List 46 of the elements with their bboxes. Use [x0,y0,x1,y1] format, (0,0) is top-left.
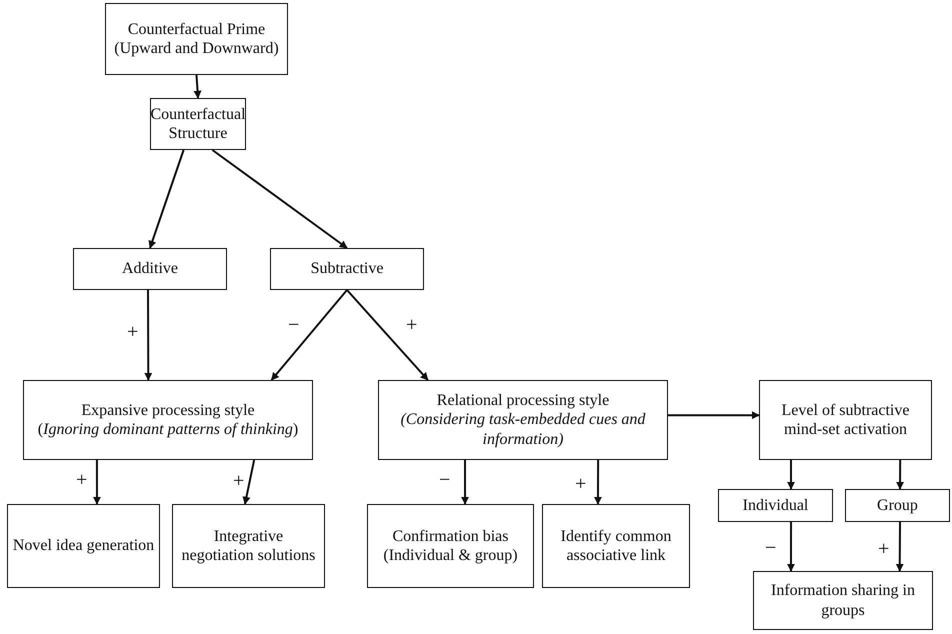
process-box [7,504,160,588]
arrow [786,522,795,572]
process-box [542,504,690,588]
process-box [73,248,227,290]
arrow [148,150,185,249]
box-text: Confirmation bias (Individual & group) [382,526,519,566]
box-text: Information sharing in groups [770,581,916,620]
process-box [759,380,932,460]
arrow [144,290,152,381]
box-text: Novel idea generation [12,536,154,556]
arrow [668,411,760,420]
arrow [594,460,602,505]
arrow [242,460,256,505]
arrow [212,149,348,249]
arrow [270,289,348,381]
process-box [172,504,325,588]
process-box [845,489,950,522]
box-text: (Ignoring dominant patterns of thinking) [38,420,298,440]
arrow [896,460,904,490]
box-text: (Upward and Downward) [114,39,279,58]
box-text: Level of subtractive mind-set activation [780,400,910,440]
box-text: Counterfactual Structure [150,104,246,144]
process-box [718,489,833,522]
process-box [105,3,288,75]
box-text: Integrative negotiation solutions [180,526,316,566]
arrow [346,289,429,381]
arrow [896,522,904,572]
process-box [150,98,246,150]
arrow [461,460,470,505]
process-box [753,571,933,630]
process-box [270,248,424,290]
process-box [23,380,313,460]
arrow [787,460,796,490]
box-text: Identify common associative link [560,526,672,566]
box-text: Subtractive [310,259,384,279]
box-text: Counterfactual Prime [128,20,266,39]
box-text: Additive [122,259,178,279]
process-box [378,380,668,460]
box-text: (Considering task-embedded cues and information) [400,410,646,449]
box-text: Relational processing style [436,391,610,410]
process-box [367,504,534,588]
box-text: Expansive processing style [81,400,255,420]
arrow [92,460,101,505]
arrow [194,74,202,99]
box-text: Individual [742,496,808,516]
box-text: Group [877,496,918,516]
